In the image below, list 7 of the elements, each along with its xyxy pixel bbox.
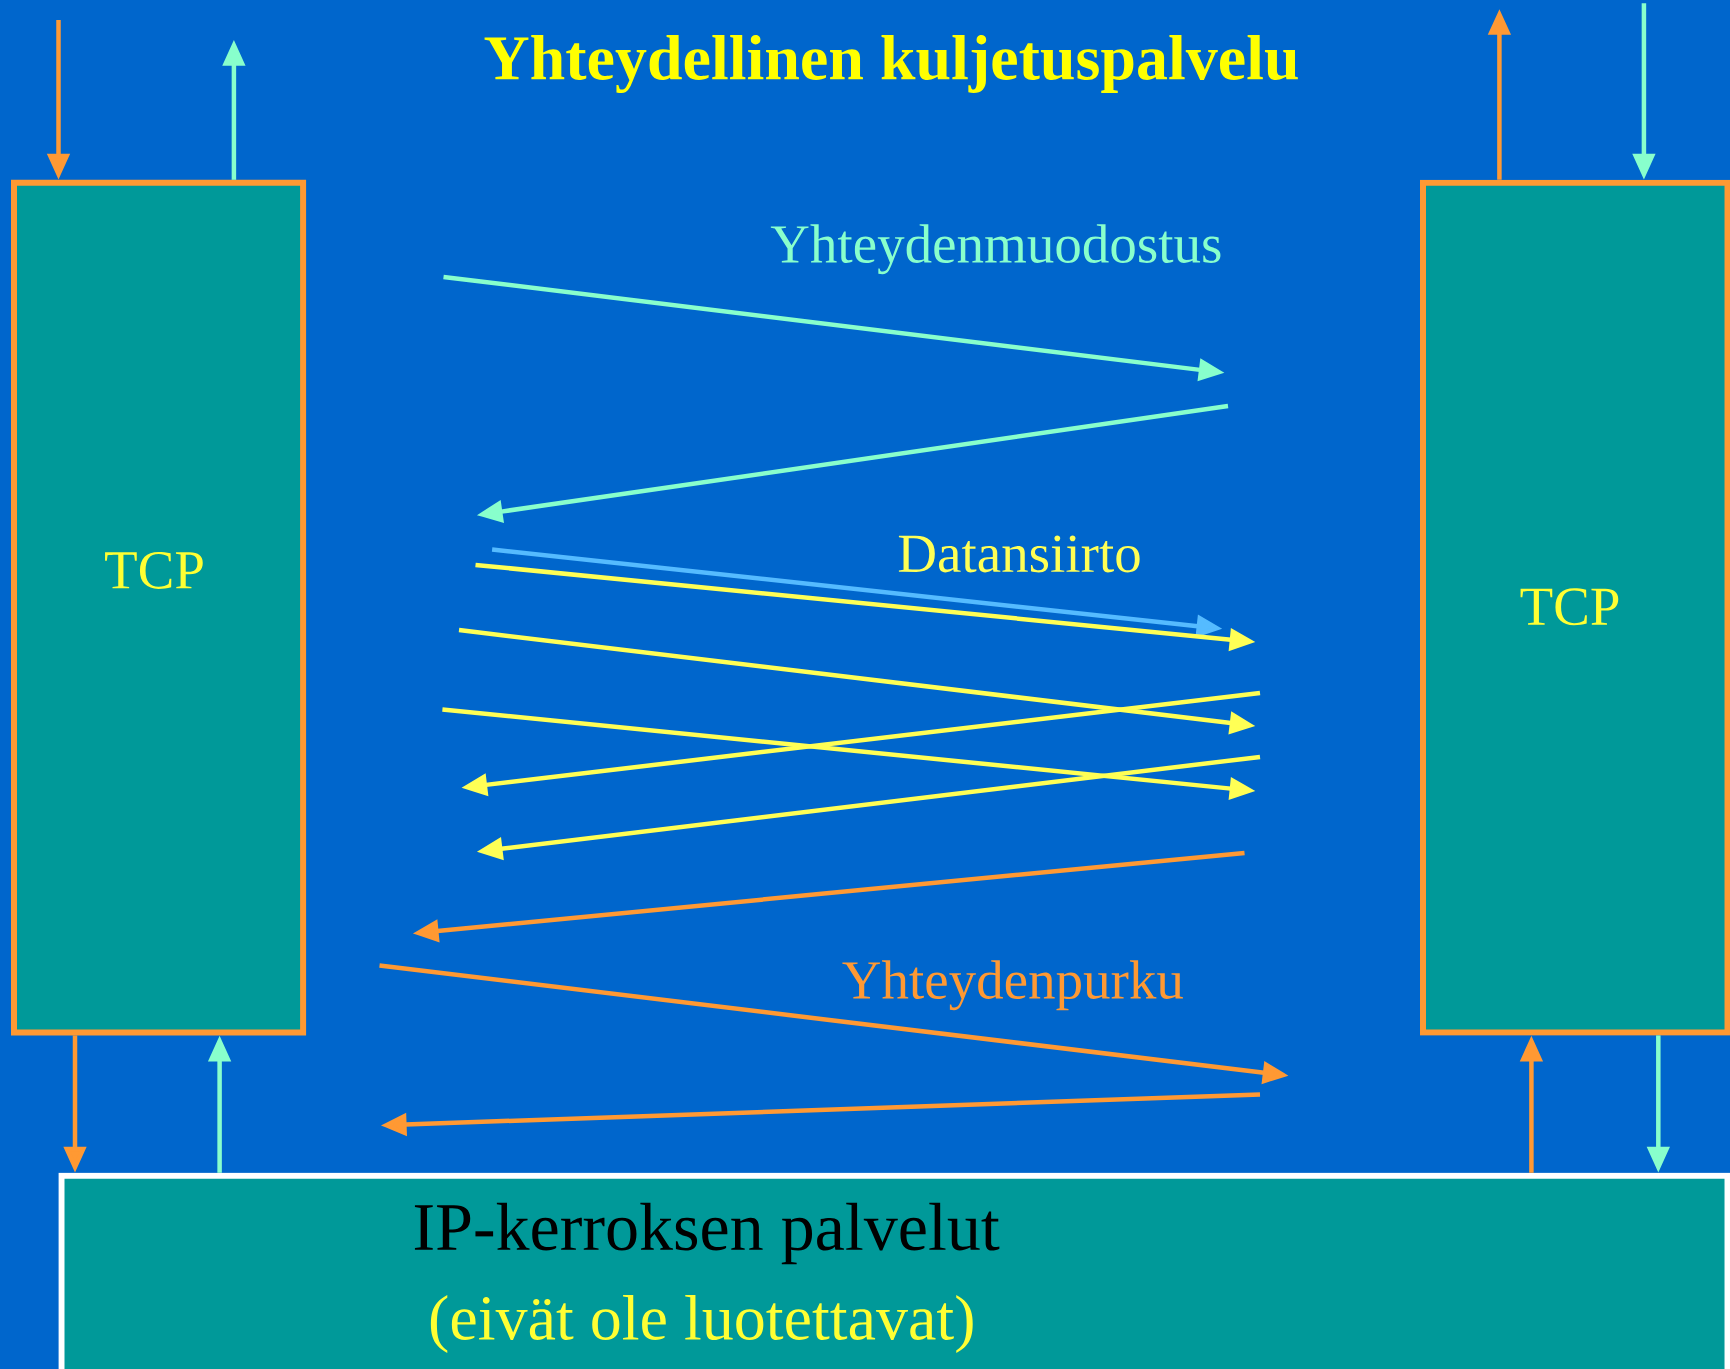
phase-label: Yhteydenmuodostus — [770, 224, 1221, 275]
layer-box: IP-kerroksen palvelut (eivät ole luotettavat) — [58, 1172, 1730, 1369]
phase-label: Yhteydenpurku — [842, 960, 1183, 1011]
tcp-box: TCP — [1420, 179, 1730, 1036]
tcp-box: TCP — [11, 179, 307, 1036]
phase-label: Datansiirto — [898, 535, 1140, 573]
title: Yhteydellinen kuljetuspalvelu — [484, 34, 1298, 94]
